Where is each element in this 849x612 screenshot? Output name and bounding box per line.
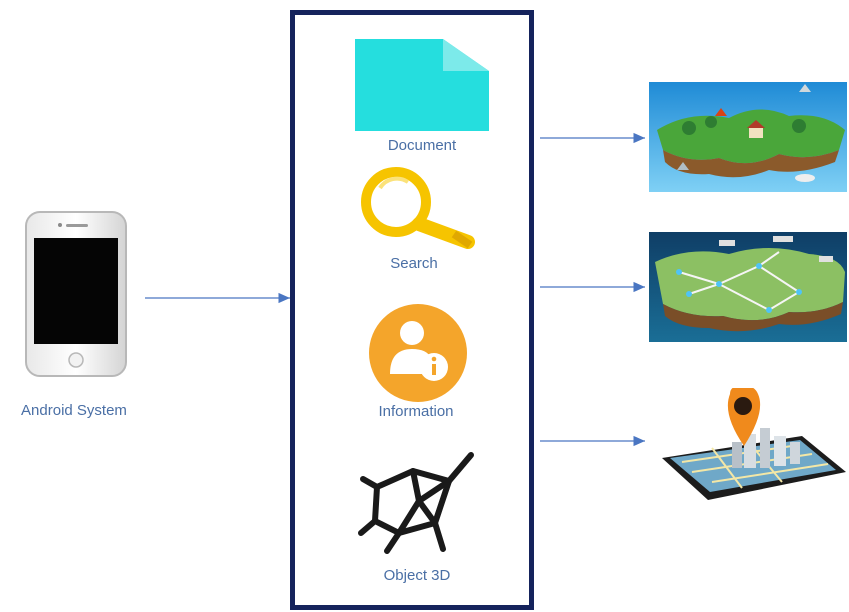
document-label: Document <box>387 137 457 154</box>
search-icon <box>352 166 476 255</box>
document-icon <box>355 39 489 136</box>
object-3d-label: Object 3D <box>383 567 451 584</box>
android-phone <box>24 210 130 385</box>
route-map-image <box>649 232 847 347</box>
search-label: Search <box>390 255 438 272</box>
island-map-image <box>649 82 847 197</box>
phone-map-pin-image <box>652 385 848 507</box>
information-icon <box>369 304 467 407</box>
cube-3d-icon <box>357 449 477 560</box>
information-label: Information <box>378 403 454 420</box>
android-system-label: Android System <box>21 402 127 419</box>
